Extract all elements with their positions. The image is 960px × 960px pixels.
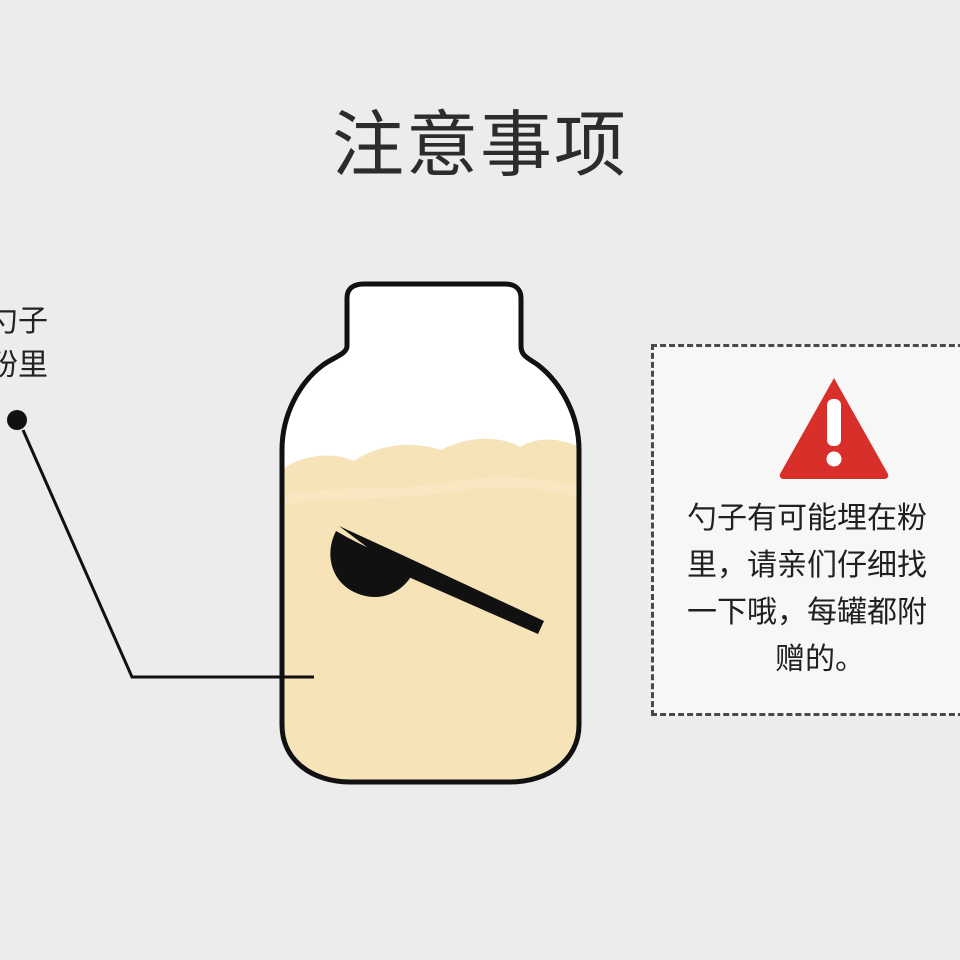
left-callout-line-2: 在粉里 [0, 348, 48, 383]
callout-connector [21, 429, 314, 679]
left-callout-line-1: 分勺子 [0, 304, 48, 339]
powder-fill [282, 438, 579, 782]
powder-jar-icon [279, 281, 582, 785]
warning-line-4: 赠的。 [775, 642, 865, 677]
warning-line-2: 里，请亲们仔细找 [687, 548, 927, 583]
scoop-handle [339, 526, 544, 634]
warning-box: 勺子有可能埋在粉 里，请亲们仔细找 一下哦，每罐都附 赠的。 [651, 344, 960, 716]
powder-highlight [282, 477, 579, 505]
left-callout-label: 分勺子 在粉里 [0, 300, 48, 388]
scoop-bowl [330, 531, 410, 597]
scoop-icon [330, 526, 544, 634]
warning-triangle-icon [779, 378, 889, 479]
jar-outline [279, 281, 582, 785]
warning-message: 勺子有可能埋在粉 里，请亲们仔细找 一下哦，每罐都附 赠的。 [687, 495, 960, 683]
warning-line-1: 勺子有可能埋在粉 [687, 501, 927, 536]
callout-dot-icon [7, 410, 27, 430]
warning-line-3: 一下哦，每罐都附 [687, 595, 927, 630]
page-title: 注意事项 [331, 103, 628, 187]
callout-line [7, 410, 314, 679]
